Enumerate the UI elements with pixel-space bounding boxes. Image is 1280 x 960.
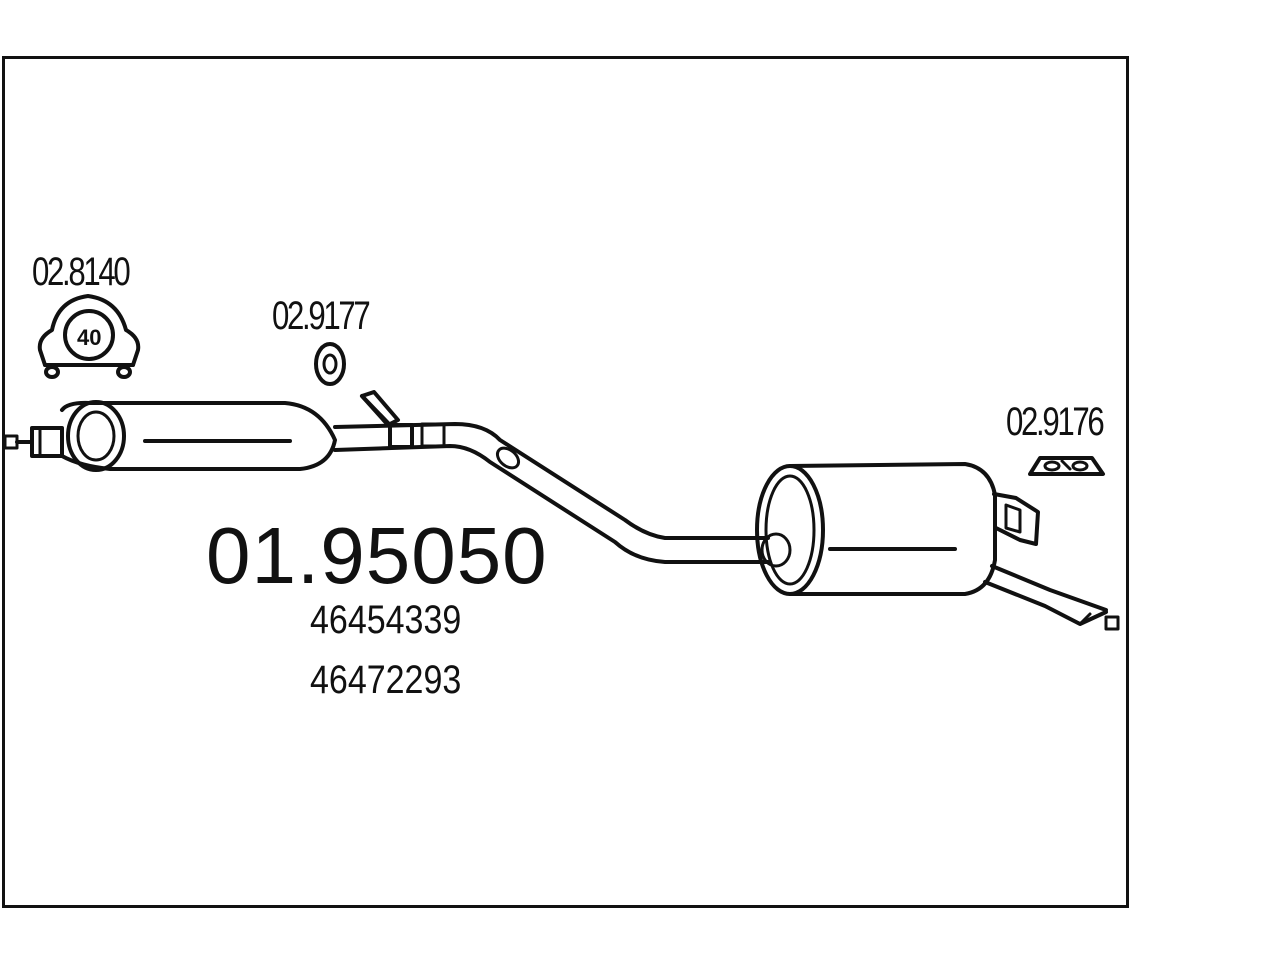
gasket-ring-icon (314, 342, 346, 386)
rear-silencer (755, 462, 1120, 631)
main-part-number: 01.95050 (206, 511, 548, 600)
rubber-hanger-icon (1028, 456, 1105, 476)
hanger-part-number: 02.9176 (1006, 400, 1105, 444)
clamp-icon: 40 (37, 294, 141, 379)
oem-number: 46454339 (310, 598, 462, 642)
ring-part-number: 02.9177 (272, 294, 371, 338)
oem-number: 46472293 (310, 658, 462, 702)
middle-pipe (333, 390, 770, 564)
front-silencer (3, 400, 337, 472)
clamp-part-number: 02.8140 (32, 250, 131, 294)
clamp-marking: 40 (77, 325, 101, 350)
